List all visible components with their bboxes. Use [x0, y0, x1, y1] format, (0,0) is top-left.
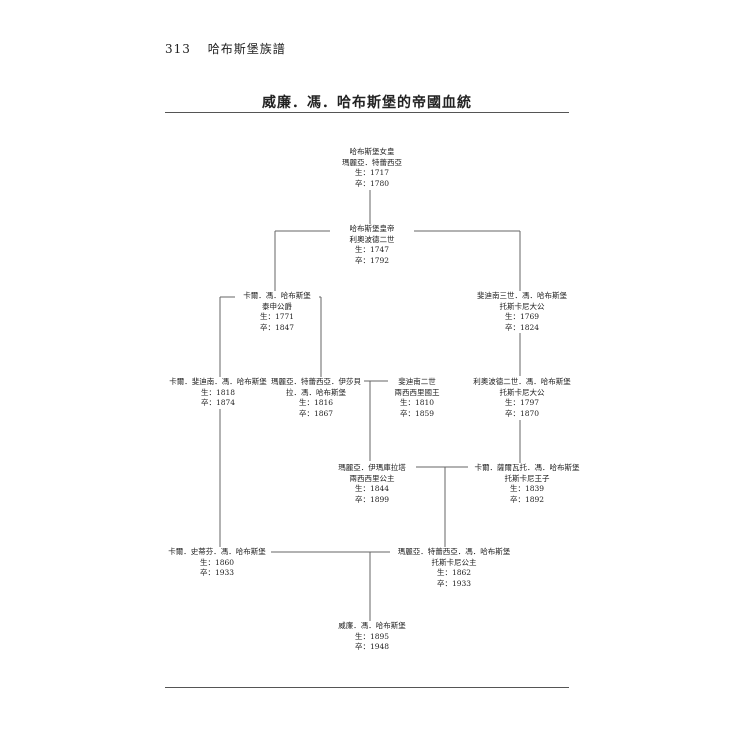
person-line: 利奧波德二世	[349, 234, 395, 244]
person-line: 生：1818	[200, 387, 236, 397]
person-line: 瑪麗亞．伊瑪庫拉塔	[338, 463, 406, 472]
person-line: 兩西西里公主	[349, 473, 395, 483]
person-maria-theresa: 哈布斯堡女皇 瑪麗亞．特蕾西亞 生：1717 卒：1780	[325, 147, 419, 189]
person-leopold-ii-tuscany: 利奧波德二世．馮．哈布斯堡 托斯卡尼大公 生：1797 卒：1870	[466, 377, 578, 419]
person-line: 威廉．馮．哈布斯堡	[338, 621, 406, 630]
title-rule	[165, 112, 569, 113]
person-line: 生：1747	[354, 245, 390, 254]
person-line: 生：1810	[399, 398, 435, 407]
person-line: 托斯卡尼公主	[431, 557, 477, 567]
person-line: 斐迪南三世．馮．哈布斯堡	[477, 291, 567, 300]
person-ferdinand-iii: 斐迪南三世．馮．哈布斯堡 托斯卡尼大公 生：1769 卒：1824	[468, 291, 576, 333]
person-line: 卡爾．馮．哈布斯堡	[243, 291, 311, 300]
person-line: 卒：1847	[259, 322, 295, 332]
page-title: 威廉．馮．哈布斯堡的帝國血統	[262, 95, 472, 111]
person-line: 卒：1899	[354, 494, 390, 504]
person-line: 泰申公爵	[262, 301, 292, 311]
person-leopold-ii: 哈布斯堡皇帝 利奧波德二世 生：1747 卒：1792	[330, 224, 414, 266]
person-karl-stephan: 卡爾．史蒂芬．馮．哈布斯堡 生：1860 卒：1933	[163, 547, 271, 579]
person-ferdinand-ii-sicily: 斐迪南二世 兩西西里國王 生：1810 卒：1859	[388, 377, 446, 419]
person-line: 生：1844	[354, 484, 390, 493]
person-line: 卒：1870	[504, 408, 540, 418]
person-line: 生：1771	[259, 312, 295, 321]
person-line: 卒：1948	[354, 642, 390, 651]
page-number: 313	[165, 42, 191, 56]
person-line: 卒：1792	[354, 255, 390, 265]
person-line: 瑪麗亞．特蕾西亞．伊莎貝	[271, 377, 361, 386]
person-line: 拉．馮．哈布斯堡	[286, 387, 346, 397]
person-line: 生：1717	[354, 168, 390, 177]
person-line: 生：1769	[504, 312, 540, 321]
person-line: 卒：1780	[354, 178, 390, 188]
person-line: 生：1816	[298, 398, 334, 407]
person-line: 斐迪南二世	[398, 377, 436, 386]
person-maria-theresia-isabella: 瑪麗亞．特蕾西亞．伊莎貝 拉．馮．哈布斯堡 生：1816 卒：1867	[268, 377, 364, 419]
person-line: 生：1797	[504, 398, 540, 407]
person-line: 生：1862	[436, 568, 472, 577]
person-line: 卒：1933	[199, 568, 235, 577]
person-wilhelm: 威廉．馮．哈布斯堡 生：1895 卒：1948	[328, 621, 416, 653]
person-line: 瑪麗亞．特蕾西亞	[342, 157, 402, 167]
person-line: 生：1895	[354, 631, 390, 641]
person-line: 托斯卡尼大公	[499, 301, 545, 311]
person-karl-ferdinand: 卡爾．斐迪南．馮．哈布斯堡 生：1818 卒：1874	[163, 377, 273, 409]
person-karl-salvator: 卡爾．薩爾瓦托．馮．哈布斯堡 托斯卡尼王子 生：1839 卒：1892	[468, 463, 586, 505]
person-line: 生：1839	[509, 484, 545, 493]
person-line: 兩西西里國王	[394, 387, 440, 397]
person-line: 托斯卡尼王子	[504, 473, 550, 483]
person-line: 生：1860	[199, 557, 235, 567]
person-line: 瑪麗亞．特蕾西亞．馮．哈布斯堡	[397, 547, 511, 556]
person-line: 卒：1859	[399, 408, 435, 418]
person-line: 卒：1824	[504, 322, 540, 332]
person-line: 卒：1874	[200, 398, 236, 407]
person-line: 卒：1933	[436, 578, 472, 588]
person-line: 托斯卡尼大公	[499, 387, 545, 397]
person-line: 卒：1892	[509, 494, 545, 504]
person-maria-theresia-tuscany: 瑪麗亞．特蕾西亞．馮．哈布斯堡 托斯卡尼公主 生：1862 卒：1933	[390, 547, 518, 589]
person-line: 哈布斯堡皇帝	[349, 224, 395, 233]
person-line: 卡爾．斐迪南．馮．哈布斯堡	[169, 377, 267, 386]
person-line: 哈布斯堡女皇	[349, 147, 395, 156]
person-karl-teschen: 卡爾．馮．哈布斯堡 泰申公爵 生：1771 卒：1847	[235, 291, 319, 333]
footer-rule	[165, 687, 569, 688]
running-header: 313 哈布斯堡族譜	[165, 40, 286, 57]
person-line: 利奧波德二世．馮．哈布斯堡	[473, 377, 571, 386]
person-line: 卒：1867	[298, 408, 334, 418]
person-line: 卡爾．史蒂芬．馮．哈布斯堡	[168, 547, 266, 556]
person-line: 卡爾．薩爾瓦托．馮．哈布斯堡	[474, 463, 580, 472]
person-maria-immaculata: 瑪麗亞．伊瑪庫拉塔 兩西西里公主 生：1844 卒：1899	[328, 463, 416, 505]
running-title: 哈布斯堡族譜	[207, 42, 286, 56]
